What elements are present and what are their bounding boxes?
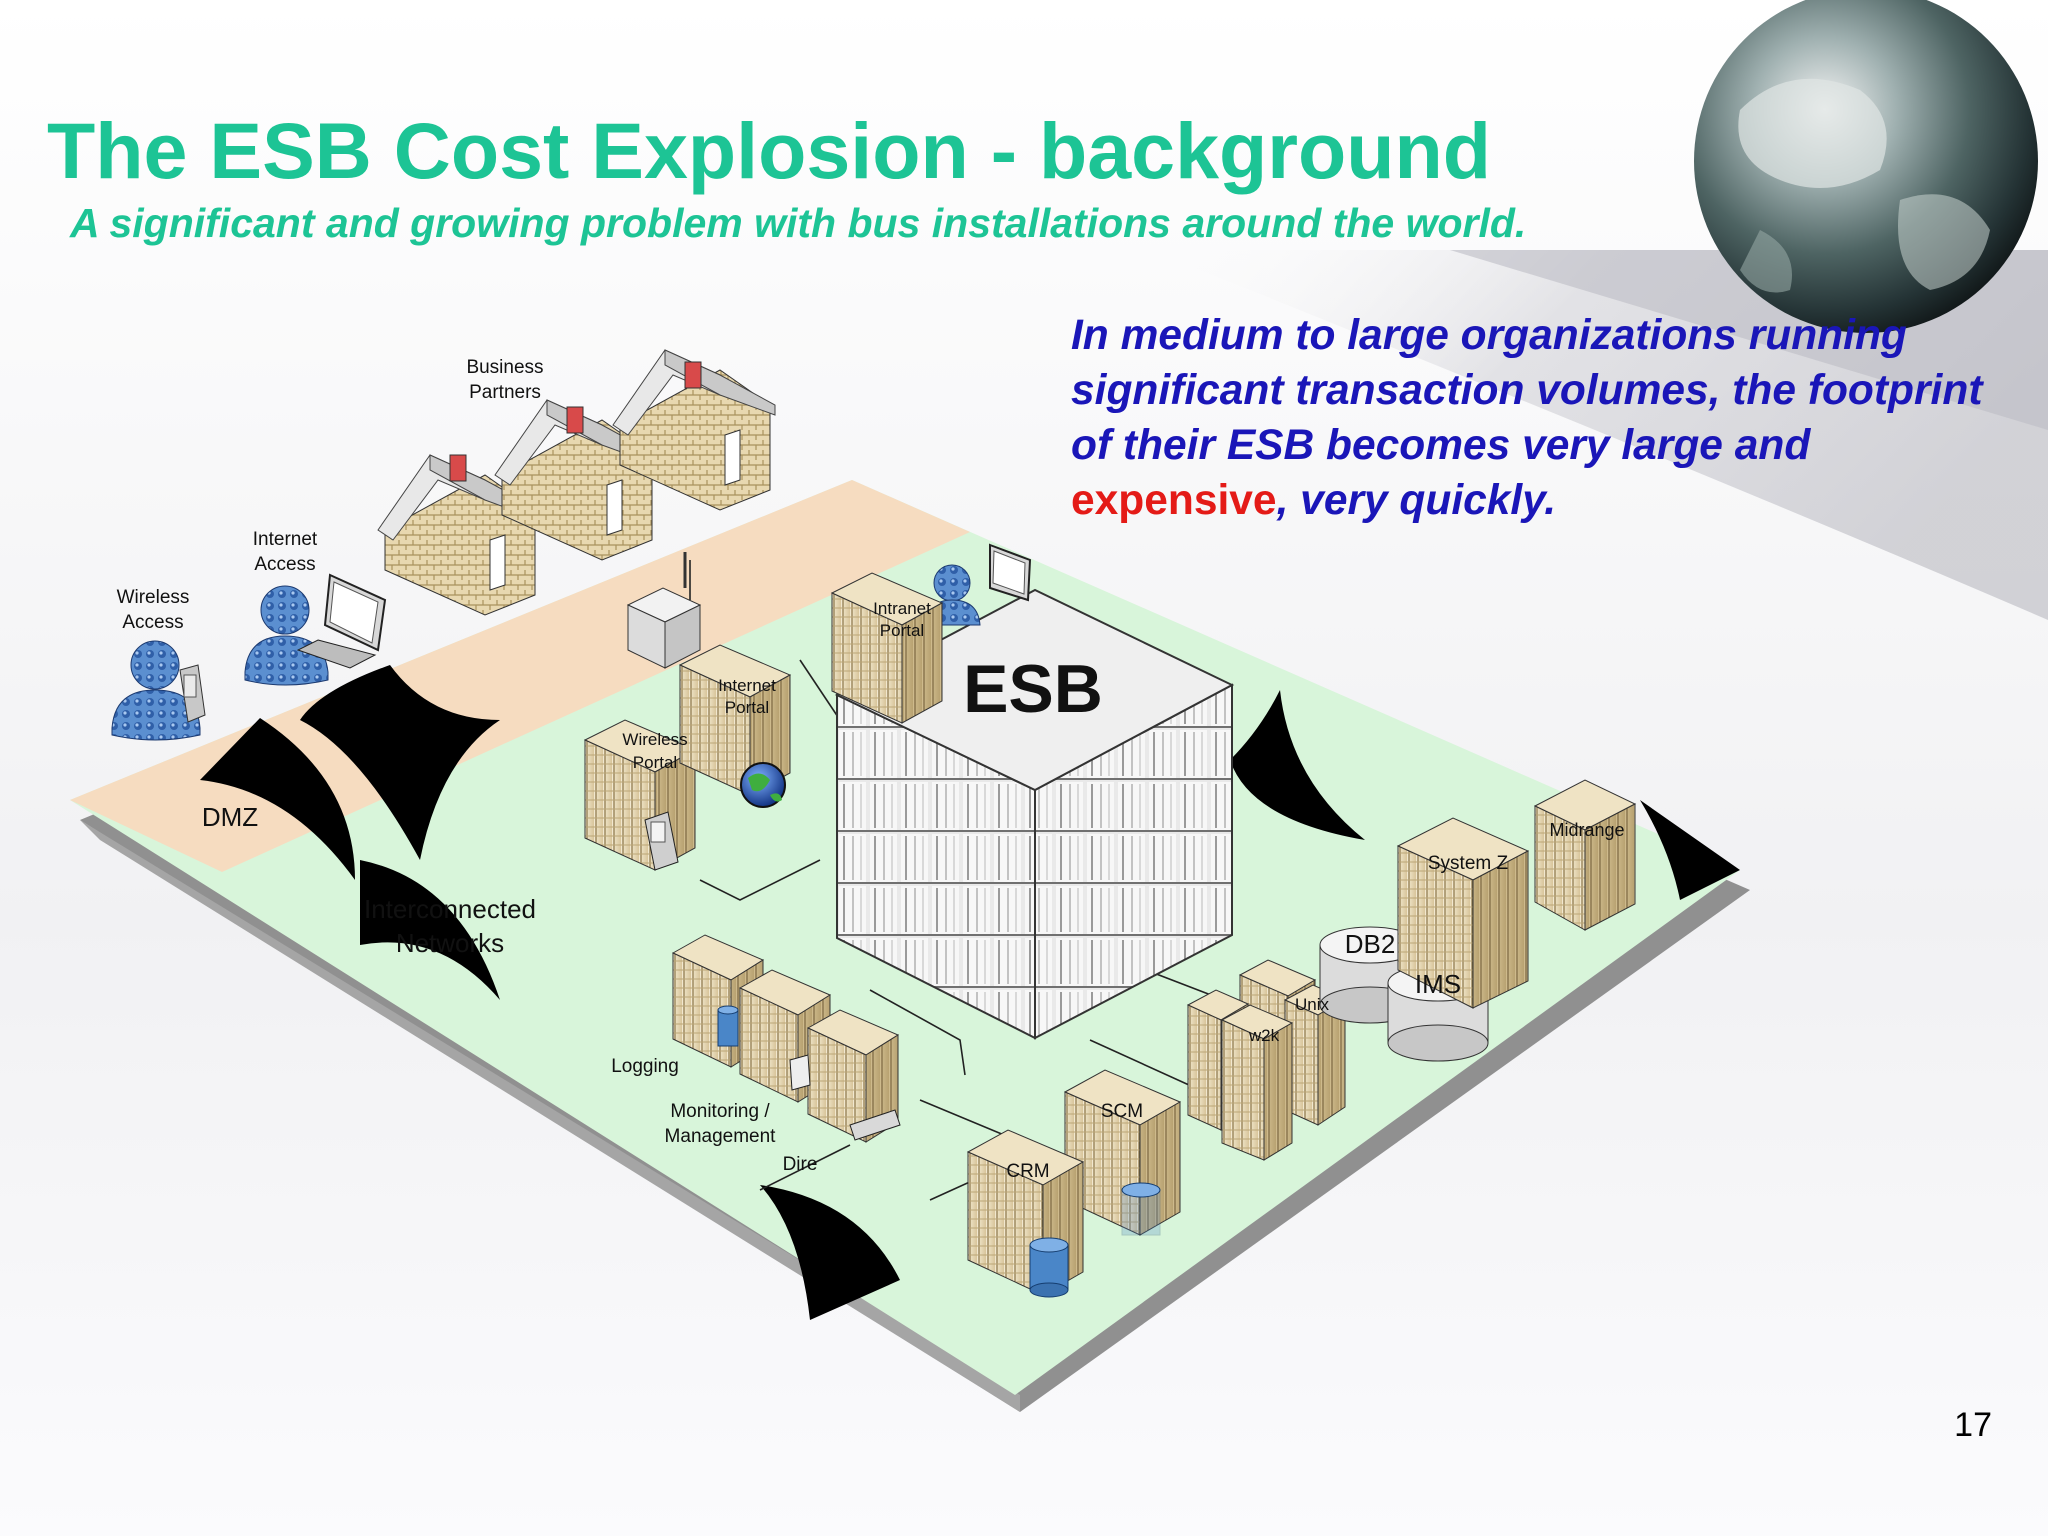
crm-label: CRM [1006, 1161, 1049, 1182]
intranet-portal-label: Portal [880, 621, 924, 640]
scm-label: SCM [1101, 1101, 1143, 1122]
user-icon [111, 640, 201, 741]
server-icon [830, 572, 944, 724]
database-icon [717, 1005, 739, 1047]
w2k-label: w2k [1248, 1026, 1280, 1045]
wireless-access-label: Access [122, 612, 183, 633]
directory-label: Dire [783, 1154, 818, 1175]
pda-icon [644, 811, 679, 871]
business-partners-label: Partners [469, 382, 541, 403]
logging-label: Logging [611, 1056, 679, 1077]
floor-pattern [200, 665, 1740, 1320]
interconnected-networks-label: Interconnected [364, 894, 536, 924]
internet-portal-label: Internet [718, 676, 776, 695]
internet-portal-label: Portal [725, 698, 769, 717]
server-icon [1533, 779, 1637, 931]
system-z-label: System Z [1428, 853, 1509, 874]
esb-cube [834, 588, 1235, 1040]
monitoring-label: Management [665, 1126, 777, 1147]
monitor-icon [789, 1054, 811, 1091]
house-icon [612, 349, 776, 511]
firewall-cube-icon [626, 552, 702, 669]
esb-label: ESB [963, 651, 1103, 727]
internet-access-label: Access [254, 554, 315, 575]
database-icon [1029, 1237, 1069, 1298]
page-number: 17 [1954, 1406, 1992, 1444]
unix-label: Unix [1295, 995, 1330, 1014]
midrange-label: Midrange [1549, 820, 1624, 840]
wireless-portal-label: Wireless [622, 730, 687, 749]
server-icon [1396, 817, 1530, 1009]
pda-icon [179, 664, 206, 723]
slide-subtitle: A significant and growing problem with b… [70, 200, 1527, 246]
internet-access-label: Internet [253, 529, 318, 550]
server-icon [1220, 1004, 1294, 1161]
intranet-portal-label: Intranet [873, 599, 931, 618]
callout-text-end: , very quickly. [1276, 477, 1557, 524]
ims-label: IMS [1415, 969, 1461, 999]
callout-text: In medium to large organizations running… [1071, 308, 2011, 528]
switch-icon [849, 1109, 901, 1141]
dmz-label: DMZ [202, 802, 258, 832]
globe-icon [740, 762, 786, 808]
db2-label: DB2 [1345, 929, 1396, 959]
callout-text-start: In medium to large organizations running… [1071, 312, 1983, 469]
laptop-icon [296, 573, 387, 669]
earth-globe-icon [1694, 0, 2038, 333]
business-partners-label: Business [466, 357, 543, 378]
slide-title: The ESB Cost Explosion - background [47, 106, 1492, 195]
wireless-portal-label: Portal [633, 753, 677, 772]
laptop-icon [989, 543, 1032, 602]
wireless-access-label: Wireless [117, 587, 190, 608]
monitoring-label: Monitoring / [670, 1101, 770, 1122]
interconnected-networks-label: Networks [396, 928, 504, 958]
database-icon [1121, 1182, 1161, 1236]
callout-highlight: expensive [1071, 477, 1277, 524]
